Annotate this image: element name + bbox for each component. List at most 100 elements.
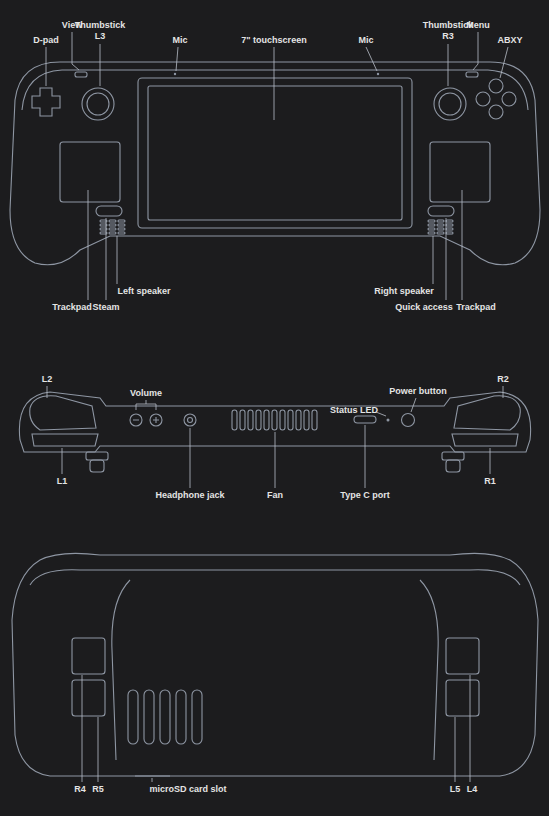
leader-line	[411, 398, 416, 412]
leader-line	[62, 448, 63, 474]
vent-slot	[176, 690, 186, 744]
face-button	[489, 79, 503, 93]
part-label: Mic	[358, 35, 373, 46]
fan-vent	[232, 410, 317, 430]
touchscreen	[148, 86, 402, 220]
leader-line	[82, 675, 83, 782]
part-label: R2	[497, 374, 509, 385]
l5-paddle	[446, 680, 479, 716]
part-label: Left speaker	[117, 286, 170, 297]
speaker-grille	[100, 220, 453, 234]
thumbstick-cap	[90, 460, 104, 472]
part-label: Status LED	[330, 405, 378, 416]
leader-line	[47, 386, 48, 398]
speaker-slot	[118, 224, 125, 226]
speaker-slot	[109, 220, 116, 222]
back-view	[12, 553, 538, 782]
fan-slot	[312, 410, 317, 430]
part-label: Trackpad	[52, 302, 92, 313]
headphone-jack	[184, 414, 196, 426]
part-label: ABXY	[497, 35, 522, 46]
front-view	[10, 32, 540, 300]
part-label: Steam	[92, 302, 119, 313]
r1-bumper	[452, 434, 518, 446]
fan-slot	[280, 410, 285, 430]
part-label: Mic	[172, 35, 187, 46]
part-label: L5	[450, 784, 461, 795]
status-led	[387, 419, 390, 422]
face-button	[476, 92, 490, 106]
r5-paddle	[72, 680, 105, 716]
leader-line	[462, 190, 463, 300]
part-label: R4	[74, 784, 86, 795]
leader-line	[275, 432, 276, 488]
leader-line	[366, 47, 377, 71]
thumbstick-base	[442, 452, 464, 460]
part-label: Type C port	[340, 490, 389, 501]
fan-slot	[288, 410, 293, 430]
r4-paddle	[72, 638, 105, 674]
view-button	[75, 72, 87, 77]
leader-line	[490, 448, 491, 474]
leader-line	[117, 236, 118, 284]
microsd-slot	[135, 775, 170, 776]
speaker-slot	[446, 232, 453, 234]
fan-slot	[304, 410, 309, 430]
fan-slot	[232, 410, 237, 430]
speaker-slot	[428, 232, 435, 234]
dpad	[32, 88, 60, 116]
speaker-slot	[428, 224, 435, 226]
leader-line	[470, 675, 471, 782]
part-label: L1	[57, 476, 68, 487]
fan-slot	[264, 410, 269, 430]
volume-bracket	[136, 400, 156, 410]
part-label: Right speaker	[374, 286, 434, 297]
face-button	[502, 92, 516, 106]
fan-slot	[272, 410, 277, 430]
part-label: Headphone jack	[155, 490, 224, 501]
speaker-slot	[428, 228, 435, 230]
part-label: Power button	[389, 386, 447, 397]
part-label: D-pad	[33, 35, 59, 46]
part-label: Menu	[466, 20, 490, 31]
mic-hole	[377, 73, 379, 75]
grip-line	[22, 70, 528, 110]
steam-button	[96, 206, 122, 216]
speaker-slot	[109, 224, 116, 226]
speaker-slot	[118, 232, 125, 234]
speaker-slot	[446, 224, 453, 226]
rear-vent	[128, 690, 202, 744]
speaker-slot	[446, 220, 453, 222]
thumbstick-base	[86, 452, 108, 460]
part-label: L4	[467, 784, 478, 795]
power-button	[402, 414, 415, 427]
leader-line	[274, 47, 275, 120]
part-label: Volume	[130, 388, 162, 399]
speaker-slot	[118, 228, 125, 230]
vent-slot	[192, 690, 202, 744]
leader-line	[448, 44, 449, 86]
vent-slot	[128, 690, 138, 744]
fan-slot	[296, 410, 301, 430]
trackpad	[430, 142, 490, 202]
part-label: microSD card slot	[149, 784, 226, 795]
leader-line	[72, 32, 79, 70]
r2-trigger	[454, 396, 520, 430]
leader-line	[503, 386, 504, 398]
screen-bezel	[138, 78, 412, 228]
volume-symbol	[133, 417, 159, 423]
leader-line	[46, 47, 47, 86]
leader-line	[152, 778, 153, 782]
grip-line	[30, 570, 520, 585]
face-button	[489, 105, 503, 119]
fan-slot	[256, 410, 261, 430]
thumbstick-cap	[87, 93, 109, 115]
leader-line	[446, 218, 447, 300]
leader-line	[500, 47, 508, 78]
speaker-slot	[437, 228, 444, 230]
leader-line	[98, 717, 99, 782]
speaker-slot	[109, 232, 116, 234]
part-label: 7" touchscreen	[241, 35, 306, 46]
usb-c-port	[354, 416, 376, 423]
